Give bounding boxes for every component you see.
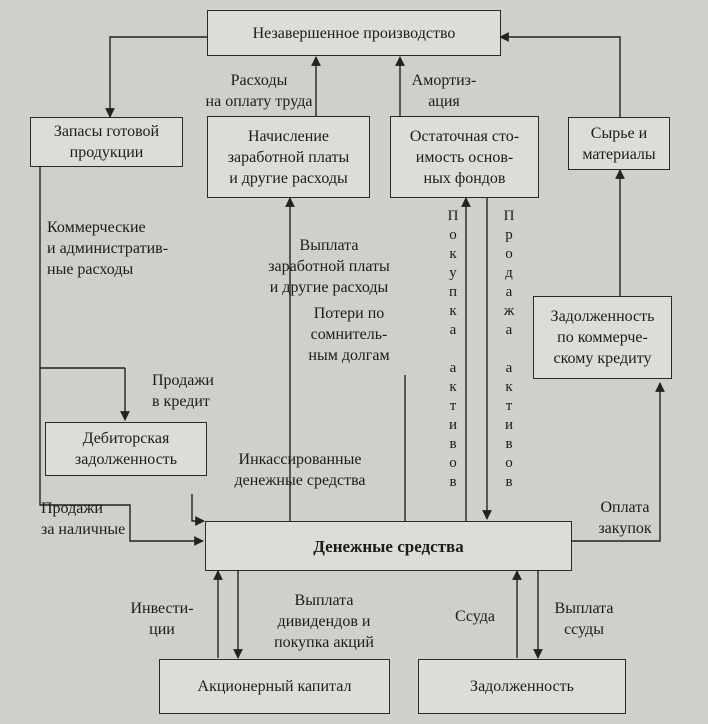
arrow-collections	[191, 494, 205, 526]
arrow-materials-to-wip	[499, 32, 621, 117]
label-asset-sale: П р о д а ж а а к т и в о в	[503, 208, 515, 490]
box-receivables: Дебиторская задолженность	[45, 422, 207, 476]
label-dividends: Выплата дивидендов и покупка акций	[274, 592, 374, 651]
label-bad-debts: Потери по сомнитель- ным долгам	[308, 305, 390, 364]
label-selling-admin-expenses: Коммерческие и административ- ные расход…	[47, 219, 169, 278]
label-purchase-payment: Оплата закупок	[598, 499, 652, 537]
label-asset-purchase: П о к у п к а а к т и в о в	[447, 208, 459, 490]
label-wage-payment: Выплата заработной платы и другие расход…	[268, 237, 390, 296]
label-collections: Инкассированные денежные средства	[234, 451, 366, 489]
arrow-purchase-payment	[572, 382, 665, 542]
label-depreciation: Амортиз- ация	[411, 72, 477, 110]
label-cash-sales: Продажи за наличные	[41, 500, 126, 538]
box-fixed-assets: Остаточная сто- имость основ- ных фондов	[390, 116, 539, 198]
arrow-wip-to-finished-goods	[105, 36, 207, 118]
box-cash: Денежные средства	[205, 521, 572, 571]
box-equity: Акционерный капитал	[159, 659, 390, 714]
box-payables: Задолженность по коммерче- скому кредиту	[533, 296, 672, 379]
box-payroll: Начисление заработной платы и другие рас…	[207, 116, 370, 198]
box-finished-goods: Запасы готовой продукции	[30, 117, 183, 167]
arrow-cash-sales	[39, 368, 204, 546]
label-loan-repayment: Выплата ссуды	[554, 600, 614, 638]
box-debt: Задолженность	[418, 659, 626, 714]
label-investment: Инвести- ции	[130, 600, 194, 638]
label-credit-sales: Продажи в кредит	[152, 372, 214, 410]
box-work-in-progress: Незавершенное производство	[207, 10, 501, 56]
box-raw-materials: Сырье и материалы	[568, 117, 670, 170]
label-labor-costs: Расходы на оплату труда	[205, 72, 313, 110]
label-loan: Ссуда	[455, 608, 495, 625]
